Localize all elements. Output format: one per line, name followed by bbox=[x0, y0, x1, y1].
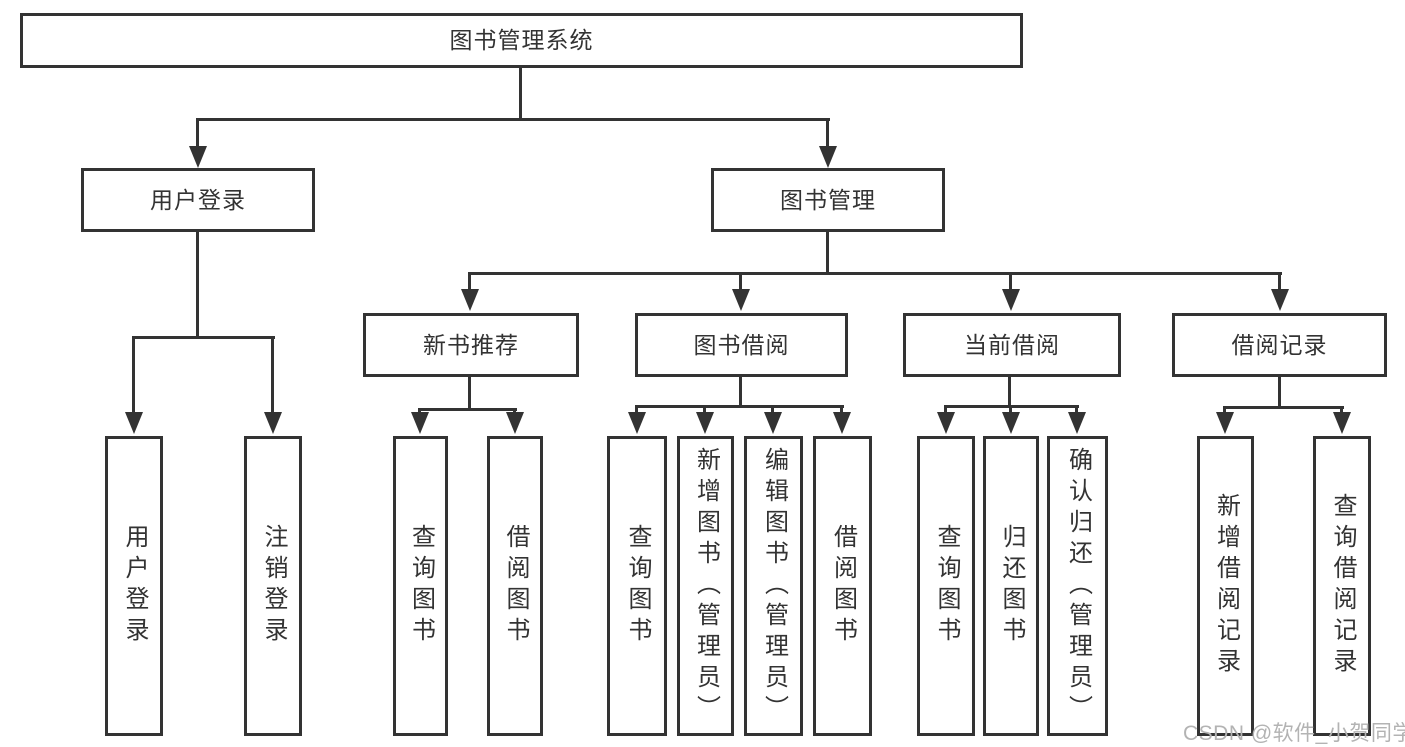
connector-recommend-stem bbox=[468, 375, 471, 410]
arrow-to-borrow-query bbox=[627, 405, 646, 434]
leaf-current-return-books: 归还图书 bbox=[983, 436, 1039, 736]
arrow-to-records-add bbox=[1215, 406, 1234, 434]
leaf-records-query-borrow-record: 查询借阅记录 bbox=[1313, 436, 1371, 736]
leaf-recommend-query-books: 查询图书 bbox=[393, 436, 448, 736]
arrow-to-recommend-borrow bbox=[505, 408, 524, 434]
connector-current-stem bbox=[1008, 375, 1011, 407]
arrow-to-recommend-query bbox=[410, 408, 429, 434]
node-book-borrow: 图书借阅 bbox=[635, 313, 848, 377]
arrow-to-leaf-logout bbox=[263, 336, 282, 434]
connector-recommend-rail bbox=[419, 408, 517, 411]
connector-borrow-rail bbox=[636, 405, 844, 408]
arrow-to-borrow-add bbox=[695, 405, 714, 434]
leaf-records-add-borrow-record: 新增借阅记录 bbox=[1197, 436, 1254, 736]
leaf-logout: 注销登录 bbox=[244, 436, 302, 736]
connector-records-stem bbox=[1278, 375, 1281, 408]
arrow-to-current-return bbox=[1001, 405, 1020, 434]
connector-root-stem bbox=[519, 66, 522, 120]
node-user-login: 用户登录 bbox=[81, 168, 315, 232]
connector-borrow-stem bbox=[739, 375, 742, 407]
arrow-to-book-borrow bbox=[731, 272, 750, 311]
node-new-book-recommend: 新书推荐 bbox=[363, 313, 579, 377]
leaf-borrow-borrow-books: 借阅图书 bbox=[813, 436, 872, 736]
arrow-to-leaf-user-login bbox=[124, 336, 143, 434]
arrow-to-records-query bbox=[1332, 406, 1351, 434]
arrow-to-book-management bbox=[818, 118, 837, 168]
leaf-borrow-add-books-admin: 新增图书（管理员） bbox=[677, 436, 734, 736]
leaf-current-query-books: 查询图书 bbox=[917, 436, 975, 736]
node-borrow-records: 借阅记录 bbox=[1172, 313, 1387, 377]
connector-records-rail bbox=[1223, 406, 1344, 409]
connector-root-rail bbox=[197, 118, 830, 121]
connector-book-management-stem bbox=[826, 230, 829, 274]
arrow-to-borrow-edit bbox=[763, 405, 782, 434]
arrow-to-current-confirm bbox=[1067, 405, 1086, 434]
arrow-to-borrow-borrow bbox=[832, 405, 851, 434]
leaf-recommend-borrow-books: 借阅图书 bbox=[487, 436, 543, 736]
arrow-to-current-query bbox=[936, 405, 955, 434]
leaf-current-confirm-return-admin: 确认归还（管理员） bbox=[1047, 436, 1108, 736]
connector-book-management-rail bbox=[469, 272, 1282, 275]
leaf-user-login: 用户登录 bbox=[105, 436, 163, 736]
node-root: 图书管理系统 bbox=[20, 13, 1023, 68]
arrow-to-new-book-recommend bbox=[460, 272, 479, 311]
leaf-borrow-edit-books-admin: 编辑图书（管理员） bbox=[744, 436, 803, 736]
arrow-to-borrow-records bbox=[1270, 272, 1289, 311]
csdn-watermark: CSDN @软件_小贺同学 bbox=[1183, 722, 1405, 745]
arrow-to-current-borrow bbox=[1001, 272, 1020, 311]
connector-user-login-stem bbox=[196, 230, 199, 338]
leaf-borrow-query-books: 查询图书 bbox=[607, 436, 667, 736]
arrow-to-user-login bbox=[188, 118, 207, 168]
node-current-borrow: 当前借阅 bbox=[903, 313, 1121, 377]
connector-user-login-rail bbox=[133, 336, 275, 339]
node-book-management: 图书管理 bbox=[711, 168, 945, 232]
